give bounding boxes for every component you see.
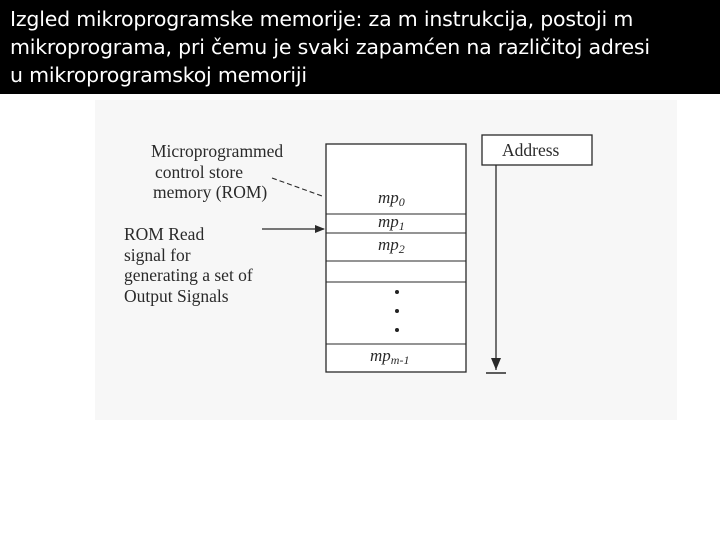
cell-mp0-base: mp: [378, 188, 399, 207]
store-label: Microprogrammed control store memory (RO…: [151, 141, 283, 203]
store-label-line: memory (ROM): [153, 182, 268, 202]
cell-mp1: mp1: [378, 212, 405, 234]
ellipsis-dot: [395, 290, 399, 294]
cell-mp0: mp0: [378, 188, 405, 210]
rom-read-label-line: Output Signals: [124, 285, 229, 306]
slide-title-line-3: u mikroprogramskoj memoriji: [10, 63, 307, 87]
rom-read-label-line: generating a set of: [124, 265, 253, 285]
cell-mp-m-1-sub: m-1: [390, 353, 410, 367]
ellipsis-dot: [395, 328, 399, 332]
ellipsis-dot: [395, 309, 399, 313]
cell-mp-m-1: mpm-1: [370, 346, 409, 368]
rom-read-label-line: signal for: [124, 244, 191, 265]
rom-box: [325, 143, 467, 373]
address-arrowhead: [491, 358, 501, 370]
cell-mp-m-1-base: mp: [370, 346, 391, 365]
store-label-pointer: [271, 177, 323, 197]
cell-mp1-sub: 1: [398, 219, 405, 233]
cell-mp1-base: mp: [378, 212, 399, 231]
cell-mp2-sub: 2: [398, 242, 405, 256]
address-box: [481, 134, 593, 166]
address-label: Address: [502, 140, 560, 160]
slide-title-line-1: Izgled mikroprogramske memorije: za m in…: [10, 7, 634, 31]
store-label-line: control store: [155, 161, 243, 182]
cell-mp2-base: mp: [378, 235, 399, 254]
cell-mp2: mp2: [378, 235, 405, 257]
rom-read-label-line: ROM Read: [124, 224, 205, 244]
slide-title-line-2: mikroprograma, pri čemu je svaki zapamće…: [10, 35, 650, 59]
cell-mp0-sub: 0: [398, 195, 405, 209]
slide-title: Izgled mikroprogramske memorije: za m in…: [0, 0, 720, 94]
store-label-line: Microprogrammed: [151, 141, 284, 161]
rom-read-label: ROM Read signal for generating a set of …: [124, 224, 253, 306]
